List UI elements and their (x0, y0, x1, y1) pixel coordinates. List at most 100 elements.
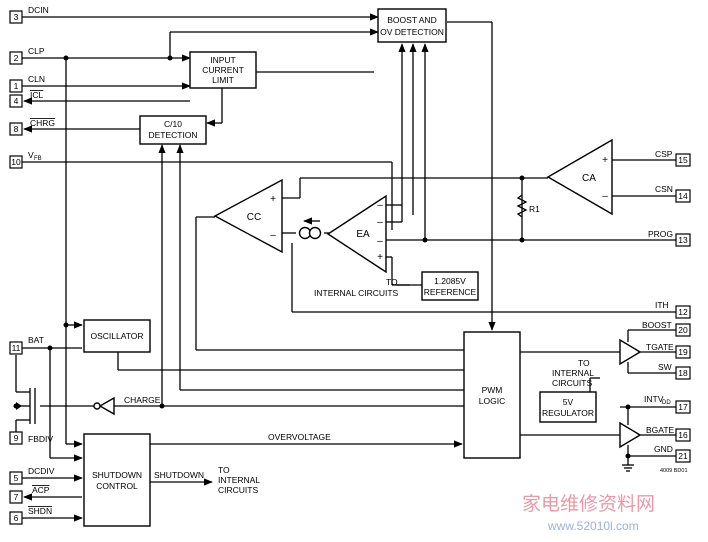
cc-minus: – (270, 230, 276, 241)
svg-text:FB: FB (34, 156, 42, 162)
cc-plus: + (270, 194, 276, 205)
svg-text:18: 18 (678, 368, 688, 378)
pin-cln: 1 CLN (9, 74, 45, 93)
svg-text:CHRG: CHRG (30, 118, 55, 128)
shutdown-label: SHUTDOWN (154, 470, 204, 480)
svg-text:ITH: ITH (655, 300, 669, 310)
to-internal-pwm-3: CIRCUITS (552, 378, 592, 388)
ca-amplifier: CA + – (546, 138, 613, 216)
top-gate-driver (619, 338, 642, 366)
input-limit-line1: INPUT (210, 55, 236, 65)
charge-label: CHARGE (124, 395, 161, 405)
svg-text:14: 14 (678, 191, 688, 201)
svg-text:4: 4 (14, 96, 19, 106)
svg-text:5: 5 (14, 473, 19, 483)
watermark-chinese: 家电维修资料网 (522, 493, 655, 515)
oscillator-label: OSCILLATOR (90, 331, 143, 341)
to-internal-shdn-2: INTERNAL (218, 475, 260, 485)
svg-text:15: 15 (678, 155, 688, 165)
pin-tgate: 19 TGATE (646, 342, 691, 359)
svg-text:SHDN: SHDN (28, 506, 52, 516)
input-current-limit-block: INPUT CURRENT LIMIT (189, 51, 257, 89)
svg-text:CSN: CSN (655, 184, 673, 194)
to-internal-shdn-3: CIRCUITS (218, 485, 258, 495)
pin-shdn: 6 SHDN (9, 506, 52, 525)
pin-dcin: 3 DCIN (9, 5, 49, 24)
pin-acp: 7 ACP (9, 485, 50, 504)
svg-text:ICL: ICL (30, 90, 44, 100)
ca-minus: – (602, 191, 608, 202)
ea-minus-1: – (377, 200, 383, 211)
pin-bat: 11 BAT (9, 335, 44, 355)
svg-text:DCIN: DCIN (28, 5, 49, 15)
svg-text:17: 17 (678, 402, 688, 412)
r1-resistor: R1 (516, 194, 540, 218)
charge-inverter (93, 396, 115, 416)
oscillator-block: OSCILLATOR (83, 319, 151, 353)
regulator-5v-block: 5V REGULATOR (539, 391, 597, 423)
regulator-line1: 5V (563, 397, 574, 407)
pin-csp: 15 CSP (655, 149, 691, 167)
ea-plus: + (377, 252, 383, 263)
reference-line2: REFERENCE (424, 287, 477, 297)
pwm-line1: PWM (482, 385, 503, 395)
pin-fbdiv: 9 FBDIV (9, 431, 53, 445)
ca-label: CA (582, 173, 596, 184)
pin-boost: 20 BOOST (642, 320, 691, 337)
figure-code: 4009 BD01 (660, 468, 688, 474)
pwm-line2: LOGIC (479, 396, 505, 406)
svg-text:ACP: ACP (32, 485, 50, 495)
svg-text:CLN: CLN (28, 74, 45, 84)
ca-plus: + (602, 155, 608, 166)
cc-label: CC (247, 212, 261, 223)
ea-amplifier: EA – – – + (326, 194, 387, 274)
pin-ith: 12 ITH (655, 300, 691, 319)
svg-text:11: 11 (12, 343, 21, 353)
svg-text:TGATE: TGATE (646, 342, 674, 352)
svg-text:1: 1 (14, 81, 19, 91)
pin-prog: 13 PROG (648, 229, 691, 247)
input-limit-line3: LIMIT (212, 75, 234, 85)
svg-text:INTV: INTV (644, 394, 664, 404)
regulator-line2: REGULATOR (542, 408, 594, 418)
pin-intvdd: 17 INTV DD (644, 394, 691, 414)
svg-text:GND: GND (654, 444, 673, 454)
svg-text:PROG: PROG (648, 229, 673, 239)
boost-ov-detection-block: BOOST AND OV DETECTION (377, 8, 447, 43)
svg-text:DD: DD (662, 400, 671, 406)
svg-text:SW: SW (658, 362, 672, 372)
ea-minus-3: – (377, 236, 383, 247)
cc-amplifier: CC + – (213, 178, 283, 254)
current-source-symbol (298, 217, 322, 240)
bottom-gate-driver (619, 421, 642, 449)
to-internal-ea-1: TO (386, 277, 398, 287)
r1-label: R1 (529, 204, 540, 214)
shutdown-control-block: SHUTDOWN CONTROL (83, 433, 151, 527)
c10-detection-block: C/10 DETECTION (139, 115, 207, 145)
svg-text:16: 16 (678, 430, 688, 440)
shutdown-control-line2: CONTROL (96, 481, 138, 491)
reference-line1: 1.2085V (434, 276, 466, 286)
reference-block: 1.2085V REFERENCE (421, 271, 479, 301)
svg-text:9: 9 (14, 433, 19, 443)
svg-text:CLP: CLP (28, 46, 45, 56)
pin-sw: 18 SW (658, 362, 691, 380)
svg-text:BGATE: BGATE (646, 425, 675, 435)
svg-text:V: V (28, 150, 34, 160)
input-limit-line2: CURRENT (202, 65, 244, 75)
pin-icl: 4 ICL (9, 90, 44, 108)
to-internal-pwm-2: INTERNAL (552, 368, 594, 378)
junction-dots (47, 55, 631, 459)
pwm-logic-block: PWM LOGIC (463, 331, 521, 459)
watermark-url: www.52010l.com (547, 519, 639, 533)
ea-minus-2: – (377, 217, 383, 228)
svg-text:10: 10 (11, 157, 21, 167)
svg-text:6: 6 (14, 513, 19, 523)
pin-gnd: 21 GND (654, 444, 691, 463)
svg-text:12: 12 (678, 307, 688, 317)
svg-text:CSP: CSP (655, 149, 673, 159)
svg-text:FBDIV: FBDIV (28, 434, 53, 444)
boost-ov-line2: OV DETECTION (380, 27, 444, 37)
